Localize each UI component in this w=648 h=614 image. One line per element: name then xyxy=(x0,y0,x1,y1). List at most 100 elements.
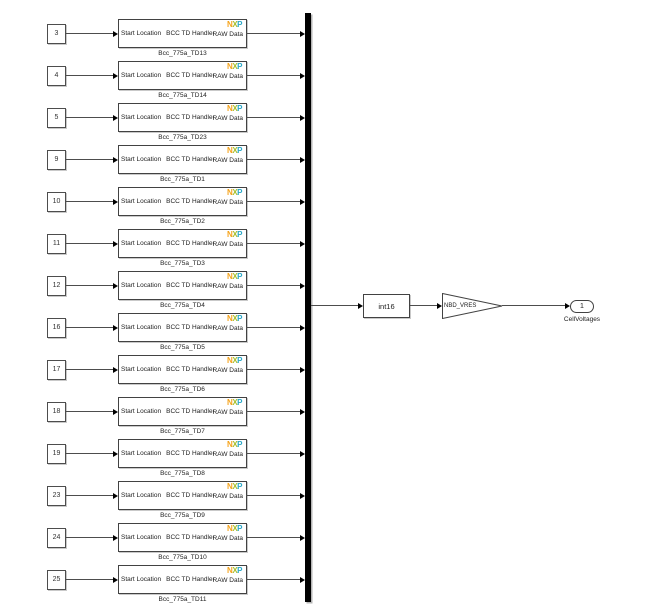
input-port-block[interactable]: 18 xyxy=(47,401,66,422)
input-port-number: 24 xyxy=(52,534,61,541)
nxp-logo: N X P xyxy=(227,230,242,240)
signal-line[interactable] xyxy=(66,242,113,244)
signal-line[interactable] xyxy=(246,410,301,412)
outport-label: RAW Data xyxy=(212,576,243,584)
signal-line[interactable] xyxy=(66,494,113,496)
handler-row: 24 Start Location BCC TD Handler N X P R… xyxy=(0,517,648,561)
arrowhead-icon xyxy=(300,324,305,331)
nxp-logo-letter-x: X xyxy=(232,187,238,197)
input-port-block[interactable]: 17 xyxy=(47,359,66,380)
signal-line[interactable] xyxy=(246,494,301,496)
inport-label: Start Location xyxy=(121,365,162,373)
bcc-td-handler-block[interactable]: Start Location BCC TD Handler N X P RAW … xyxy=(118,312,247,342)
signal-line[interactable] xyxy=(66,326,113,328)
gain-label: NBD_VRES xyxy=(444,303,477,309)
block-name-label: Bcc_775a_TD9 xyxy=(160,511,205,519)
signal-line[interactable] xyxy=(246,242,301,244)
arrowhead-icon xyxy=(113,450,118,457)
data-type-conversion-block[interactable]: int16 xyxy=(363,294,410,318)
input-port-block[interactable]: 3 xyxy=(47,23,66,44)
arrowhead-icon xyxy=(300,156,305,163)
nxp-logo-letter-x: X xyxy=(232,397,238,407)
signal-line[interactable] xyxy=(66,368,113,370)
bcc-td-handler-block[interactable]: Start Location BCC TD Handler N X P RAW … xyxy=(118,144,247,174)
input-port-block[interactable]: 25 xyxy=(47,569,66,590)
output-port-block[interactable]: 1 xyxy=(570,300,594,313)
signal-line[interactable] xyxy=(246,368,301,370)
block-title: BCC TD Handler xyxy=(166,449,215,457)
block-name-label: Bcc_775a_TD4 xyxy=(160,301,205,309)
input-port-block[interactable]: 4 xyxy=(47,65,66,86)
signal-line[interactable] xyxy=(246,578,301,580)
signal-line[interactable] xyxy=(246,536,301,538)
signal-line[interactable] xyxy=(246,200,301,202)
signal-line[interactable] xyxy=(66,116,113,118)
nxp-logo-letter-x: X xyxy=(232,355,238,365)
inport-label: Start Location xyxy=(121,575,162,583)
nxp-logo-letter-n: N xyxy=(227,187,233,197)
block-text: Start Location BCC TD Handler xyxy=(121,62,215,89)
mux-bar-block[interactable] xyxy=(305,13,311,602)
arrowhead-icon xyxy=(300,408,305,415)
bcc-td-handler-block[interactable]: Start Location BCC TD Handler N X P RAW … xyxy=(118,228,247,258)
input-port-number: 11 xyxy=(52,240,61,247)
signal-line[interactable] xyxy=(246,158,301,160)
signal-line[interactable] xyxy=(66,284,113,286)
bcc-td-handler-block[interactable]: Start Location BCC TD Handler N X P RAW … xyxy=(118,480,247,510)
signal-line[interactable] xyxy=(502,305,566,306)
nxp-logo-letter-n: N xyxy=(227,19,233,29)
nxp-logo-letter-p: P xyxy=(237,271,242,281)
bcc-td-handler-block[interactable]: Start Location BCC TD Handler N X P RAW … xyxy=(118,564,247,594)
input-port-block[interactable]: 24 xyxy=(47,527,66,548)
outport-label: RAW Data xyxy=(212,282,243,290)
signal-line[interactable] xyxy=(410,305,438,306)
gain-block[interactable]: NBD_VRES xyxy=(442,293,503,319)
input-port-block[interactable]: 16 xyxy=(47,317,66,338)
signal-line[interactable] xyxy=(246,32,301,34)
signal-line[interactable] xyxy=(66,578,113,580)
bcc-td-handler-block[interactable]: Start Location BCC TD Handler N X P RAW … xyxy=(118,354,247,384)
block-text: Start Location BCC TD Handler xyxy=(121,398,215,425)
signal-line[interactable] xyxy=(246,452,301,454)
nxp-logo-letter-x: X xyxy=(232,145,238,155)
bcc-td-handler-block[interactable]: Start Location BCC TD Handler N X P RAW … xyxy=(118,18,247,48)
bcc-td-handler-block[interactable]: Start Location BCC TD Handler N X P RAW … xyxy=(118,522,247,552)
handler-row: 5 Start Location BCC TD Handler N X P RA… xyxy=(0,97,648,141)
signal-line[interactable] xyxy=(246,116,301,118)
input-port-block[interactable]: 19 xyxy=(47,443,66,464)
input-port-block[interactable]: 5 xyxy=(47,107,66,128)
input-port-block[interactable]: 10 xyxy=(47,191,66,212)
signal-line[interactable] xyxy=(246,74,301,76)
signal-line[interactable] xyxy=(66,32,113,34)
bcc-td-handler-block[interactable]: Start Location BCC TD Handler N X P RAW … xyxy=(118,102,247,132)
bcc-td-handler-block[interactable]: Start Location BCC TD Handler N X P RAW … xyxy=(118,396,247,426)
signal-line[interactable] xyxy=(66,158,113,160)
outport-label: RAW Data xyxy=(212,366,243,374)
input-port-block[interactable]: 23 xyxy=(47,485,66,506)
input-port-block[interactable]: 11 xyxy=(47,233,66,254)
signal-line[interactable] xyxy=(311,305,359,306)
bcc-td-handler-block[interactable]: Start Location BCC TD Handler N X P RAW … xyxy=(118,270,247,300)
bcc-td-handler-block[interactable]: Start Location BCC TD Handler N X P RAW … xyxy=(118,186,247,216)
signal-line[interactable] xyxy=(66,452,113,454)
inport-label: Start Location xyxy=(121,29,162,37)
signal-line[interactable] xyxy=(246,284,301,286)
block-title: BCC TD Handler xyxy=(166,575,215,583)
bcc-td-handler-block[interactable]: Start Location BCC TD Handler N X P RAW … xyxy=(118,438,247,468)
input-port-block[interactable]: 9 xyxy=(47,149,66,170)
arrowhead-icon xyxy=(300,576,305,583)
nxp-logo-letter-n: N xyxy=(227,61,233,71)
signal-line[interactable] xyxy=(66,74,113,76)
arrowhead-icon xyxy=(113,282,118,289)
nxp-logo-letter-n: N xyxy=(227,439,233,449)
signal-line[interactable] xyxy=(246,326,301,328)
input-port-block[interactable]: 12 xyxy=(47,275,66,296)
block-text: Start Location BCC TD Handler xyxy=(121,20,215,47)
signal-line[interactable] xyxy=(66,536,113,538)
signal-line[interactable] xyxy=(66,200,113,202)
signal-line[interactable] xyxy=(66,410,113,412)
nxp-logo: N X P xyxy=(227,187,242,198)
inport-label: Start Location xyxy=(121,113,162,121)
bcc-td-handler-block[interactable]: Start Location BCC TD Handler N X P RAW … xyxy=(118,60,247,90)
